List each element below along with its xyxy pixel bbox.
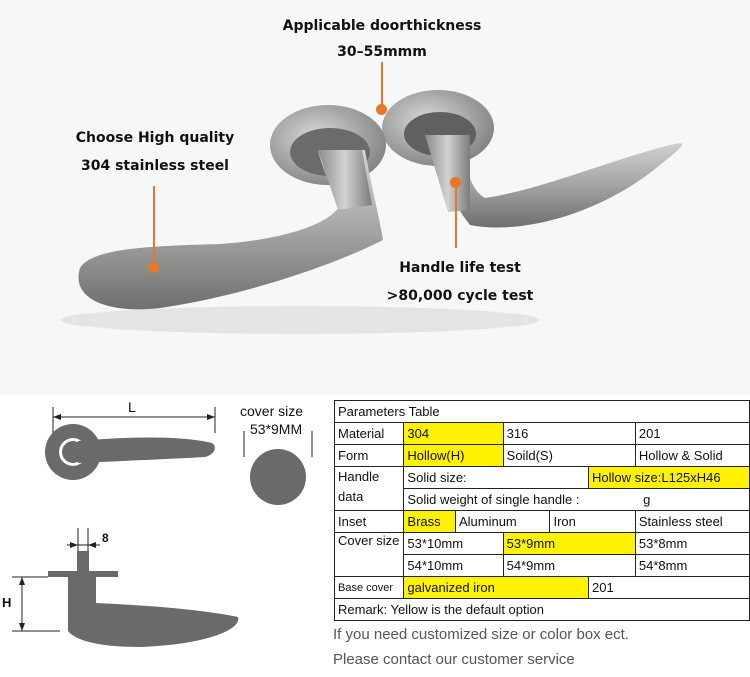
handle-data-label: Handle data (333, 466, 405, 511)
table-row: Form Hollow(H) Soild(S) Hollow & Solid (333, 444, 750, 467)
quality-leader-line (153, 186, 155, 266)
thickness-leader-line (381, 62, 383, 106)
thickness-value: 30–55mmm (337, 44, 427, 60)
inset-label: Inset (333, 510, 405, 533)
table-row: Material 304 316 201 (333, 422, 750, 445)
handle-data-label-line1: Handle (338, 469, 380, 484)
hollow-size: Hollow size:L125xH46 (588, 466, 750, 489)
cover-size-cell: 53*8mm (634, 532, 750, 555)
form-option-hollow-solid: Hollow & Solid (634, 444, 750, 467)
quality-value: 304 stainless steel (81, 158, 229, 174)
table-row: Remark: Yellow is the default option (334, 598, 750, 621)
table-row: Inset Brass Aluminum Iron Stainless stee… (333, 510, 750, 533)
technical-drawings: L cover size 53*9MM 8 H (0, 395, 332, 672)
thickness-title: Applicable doorthickness (282, 18, 482, 34)
inset-option-stainless: Stainless steel (634, 510, 750, 533)
weight-unit: g (643, 492, 651, 507)
cover-size-cell-default: 53*9mm (502, 532, 636, 555)
table-title: Parameters Table (334, 400, 750, 423)
life-leader-line (455, 184, 457, 248)
footer-line-2: Please contact our customer service (333, 651, 575, 668)
length-label: L (128, 399, 136, 415)
material-option-304: 304 (403, 422, 504, 445)
table-row: Cover size 53*10mm 53*9mm 53*8mm (333, 532, 750, 577)
cover-size-cell: 54*8mm (634, 554, 750, 577)
life-value: >80,000 cycle test (386, 288, 534, 304)
base-cover-option-201: 201 (588, 576, 750, 599)
form-label: Form (333, 444, 405, 467)
material-option-316: 316 (502, 422, 636, 445)
dimension-drawing (12, 407, 313, 647)
inset-option-brass: Brass (403, 510, 456, 533)
table-remark: Remark: Yellow is the default option (334, 598, 750, 621)
form-option-solid: Soild(S) (502, 444, 636, 467)
material-option-201: 201 (634, 422, 750, 445)
parameters-table: Parameters Table Material 304 316 201 Fo… (333, 400, 750, 621)
base-cover-label: Base cover (333, 576, 405, 599)
solid-size: Solid size: (403, 466, 589, 489)
product-photo: Applicable doorthickness 30–55mmm Choose… (60, 18, 683, 334)
table-row: Solid weight of single handle : g (335, 488, 750, 511)
cover-size-cell: 53*10mm (403, 532, 504, 555)
thickness-marker-dot (376, 104, 387, 115)
quality-title: Choose High quality (75, 130, 235, 146)
quality-marker-dot (148, 262, 159, 273)
life-title: Handle life test (399, 260, 521, 276)
cover-size-title: cover size (240, 403, 304, 419)
base-cover-option-galvanized: galvanized iron (403, 576, 589, 599)
life-marker-dot (450, 177, 461, 188)
cover-size-cell: 54*10mm (403, 554, 504, 577)
height-label: H (2, 595, 12, 610)
table-row: Handle data Solid size: Hollow size:L125… (333, 466, 750, 511)
solid-weight-label: Solid weight of single handle : (407, 492, 580, 507)
cover-size-value: 53*9MM (250, 421, 303, 437)
cover-size-cell: 54*9mm (502, 554, 636, 577)
material-label: Material (333, 422, 405, 445)
cover-size-label: Cover size (333, 532, 405, 577)
footer-line-1: If you need customized size or color box… (333, 626, 629, 643)
handle-data-label-line2: data (338, 489, 364, 504)
inset-option-aluminum: Aluminum (454, 510, 551, 533)
solid-weight: Solid weight of single handle : g (403, 488, 750, 511)
inset-option-iron: Iron (549, 510, 636, 533)
width-label: 8 (102, 531, 109, 545)
form-option-hollow: Hollow(H) (403, 444, 504, 467)
table-row: Base cover galvanized iron 201 (333, 576, 750, 599)
table-row: Parameters Table (334, 400, 750, 423)
